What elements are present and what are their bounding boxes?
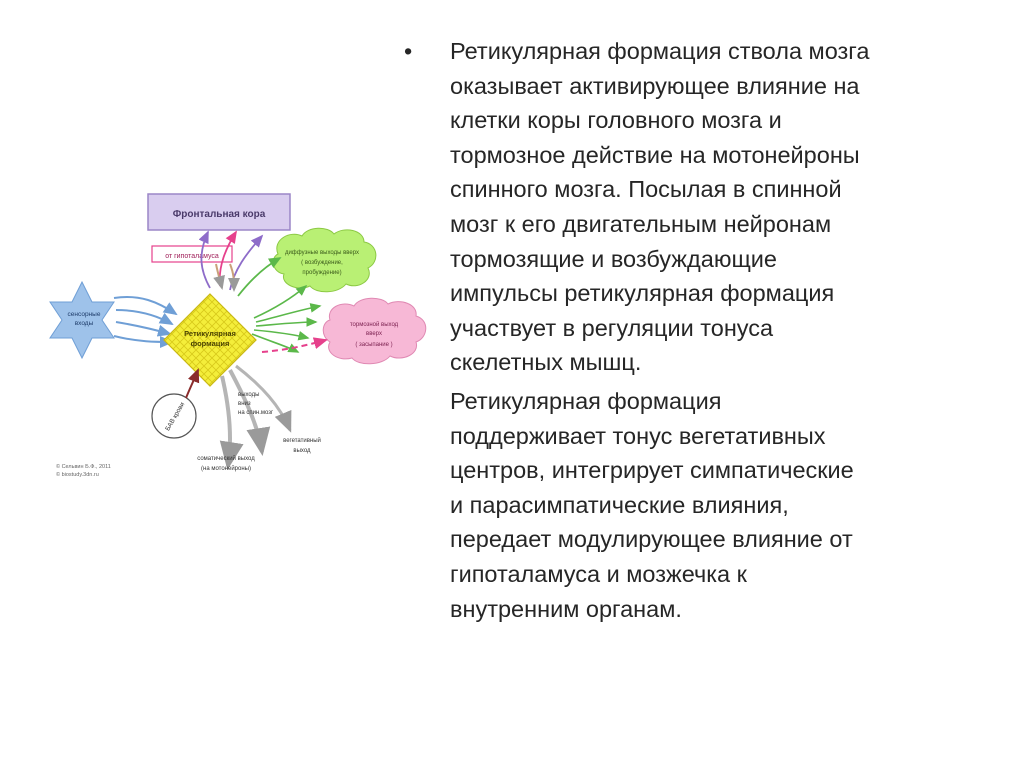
paragraph-2: Ретикулярная формация поддерживает тонус… — [404, 384, 984, 626]
hypothalamus-arrows — [213, 263, 240, 292]
inhibitory-output-line1: тормозной выход — [350, 321, 399, 328]
sensory-input-star: сенсорные входы — [49, 280, 115, 360]
paragraph-1-line: тормозящие и возбуждающие — [450, 245, 777, 272]
slide-text: • Ретикулярная формация ствола мозга ока… — [404, 34, 984, 628]
paragraph-1-line: импульсы ретикулярная формация — [450, 280, 835, 307]
outputs-down-line2: вниз — [238, 401, 251, 407]
paragraph-1-line: клетки коры головного мозга и — [450, 107, 782, 134]
paragraph-1-line: тормозное действие на мотонейроны — [450, 141, 860, 168]
frontal-cortex-box: Фронтальная кора — [147, 193, 291, 231]
paragraph-2-line: и парасимпатические влияния, — [450, 491, 789, 518]
vegetative-line2: выход — [293, 448, 311, 454]
reticular-label-line2: формация — [191, 339, 230, 348]
from-hypothalamus-box: от гипоталамуса — [151, 245, 233, 263]
from-hypothalamus-label: от гипоталамуса — [165, 253, 219, 260]
bav-blood-circle: БАВ крови — [151, 368, 200, 439]
bullet-marker: • — [404, 38, 413, 64]
outputs-down-line3: на спин.мозг — [238, 410, 274, 416]
diagram-canvas: Фронтальная кора от гипоталамуса диффузн… — [49, 193, 427, 478]
vegetative-output-label: вегетативный выход — [283, 437, 321, 454]
reticular-formation-diamond: Ретикулярная формация — [163, 293, 257, 387]
inhibitory-dashed-arrow — [261, 337, 328, 353]
diffuse-output-line1: диффузные выходы вверх — [285, 250, 359, 256]
paragraph-1-line: мозг к его двигательным нейронам — [450, 210, 832, 237]
paragraph-1-line: скелетных мышц. — [450, 349, 642, 376]
outputs-down-label: выходы вниз на спин.мозг — [238, 392, 274, 416]
sensory-arrows — [113, 296, 178, 348]
paragraph-2-line: гипоталамуса и мозжечка к — [450, 560, 747, 587]
sensory-input-line2: входы — [75, 320, 94, 327]
paragraph-1-line: спинного мозга. Посылая в спинной — [450, 176, 842, 203]
vegetative-line1: вегетативный — [283, 437, 321, 444]
outputs-down-line1: выходы — [238, 392, 259, 398]
paragraph-2-line: поддерживает тонус вегетативных — [450, 422, 826, 449]
upward-arrows — [198, 230, 282, 297]
diagram-copyright: © Сельвин Б.Ф., 2011 © biostudy.3dn.ru — [56, 463, 111, 478]
diffuse-output-cloud: диффузные выходы вверх ( возбуждение, пр… — [272, 227, 377, 293]
paragraph-1-line: оказывает активирующее влияние на — [450, 72, 860, 99]
somatic-line1: соматический выход — [197, 455, 255, 462]
diffuse-output-line2: ( возбуждение, — [301, 260, 343, 266]
diffuse-green-arrows — [251, 284, 322, 353]
paragraph-1: • Ретикулярная формация ствола мозга ока… — [404, 34, 984, 380]
paragraph-2-line: передает модулирующее влияние от — [450, 526, 853, 553]
inhibitory-output-line2: вверх — [366, 331, 382, 337]
sensory-input-line1: сенсорные — [68, 311, 101, 318]
paragraph-2-line: Ретикулярная формация — [450, 387, 722, 414]
reticular-formation-diagram: Фронтальная кора от гипоталамуса диффузн… — [40, 170, 440, 500]
somatic-output-label: соматический выход (на мотонейроны) — [197, 455, 255, 472]
paragraph-1-line: Ретикулярная формация ствола мозга — [450, 38, 870, 64]
diffuse-output-line3: пробуждение) — [302, 270, 341, 276]
inhibitory-output-line3: ( засыпание ) — [355, 342, 392, 348]
inhibitory-output-cloud: тормозной выход вверх ( засыпание ) — [322, 297, 427, 365]
reticular-label-line1: Ретикулярная — [184, 329, 236, 338]
copyright-line2: © biostudy.3dn.ru — [56, 471, 99, 478]
paragraph-1-line: участвует в регуляции тонуса — [450, 314, 774, 341]
paragraph-2-line: центров, интегрирует симпатические — [450, 457, 854, 484]
downward-arrows — [219, 364, 292, 470]
frontal-cortex-label: Фронтальная кора — [173, 209, 266, 220]
copyright-line1: © Сельвин Б.Ф., 2011 — [56, 463, 111, 470]
somatic-line2: (на мотонейроны) — [201, 465, 251, 472]
paragraph-2-line: внутренним органам. — [450, 595, 682, 622]
